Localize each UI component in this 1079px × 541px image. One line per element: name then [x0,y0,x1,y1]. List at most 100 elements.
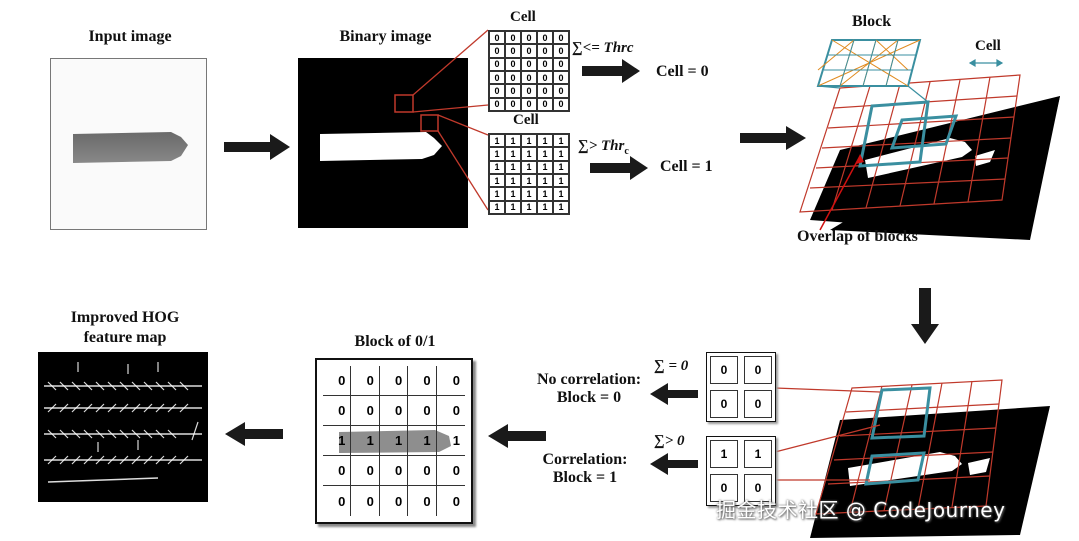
cell-value: 0 [537,44,553,58]
cell-value: 1 [505,160,521,174]
cell-value: 0 [489,31,505,45]
watermark: 掘金技术社区 @ CodeJourney [716,498,1006,522]
block-cell-value: 0 [436,366,465,396]
sum-le-threshold: ∑<= Thrc [572,40,634,56]
cell-value: 0 [521,84,537,98]
block-cell-value: 1 [323,426,352,456]
block-cell-value: 0 [436,396,465,426]
block-cell-value: 1 [351,426,380,456]
arrow-down [911,288,939,344]
block-label: Block [852,13,892,30]
cell-value: 0 [505,44,521,58]
cell-value: 0 [553,57,569,71]
arrow-to-cell1 [590,156,648,180]
input-image-label: Input image [88,28,172,45]
cell-value: 0 [553,44,569,58]
input-object-silhouette [73,132,188,163]
cell-label-right: Cell [975,38,1001,54]
block-cell-value: 0 [408,486,437,516]
block-grid-illustration-bottom [810,379,1050,538]
cell-label-top: Cell [510,9,536,25]
cell-value: 0 [505,70,521,85]
cell-value: 1 [521,187,537,201]
mini-cell-value: 0 [744,356,772,384]
cell-value: 0 [553,31,569,45]
cell-value: 0 [537,57,553,71]
cell-value: 0 [553,70,569,85]
cell-value: 1 [489,187,505,201]
cell-value: 0 [553,97,569,111]
cell-eq-0: Cell = 0 [656,63,709,80]
binary-image [298,58,468,228]
block-cell-value: 0 [379,456,409,486]
cell-value: 1 [505,134,521,148]
block-cell-value: 1 [408,426,437,456]
cell-value: 0 [505,57,521,71]
cell-value: 0 [521,31,537,45]
block-cell-value: 0 [408,396,437,426]
cell-value: 1 [553,187,569,201]
block-cell-value: 0 [379,366,409,396]
arrow-right-1 [224,134,290,160]
mini-cell-value: 0 [710,474,738,502]
cell-value: 1 [553,134,569,148]
cell-value: 1 [521,147,537,161]
cell-value: 0 [537,97,553,111]
cell-value: 0 [537,70,553,85]
block-cell-value: 0 [323,486,352,516]
cell-value: 1 [489,134,505,148]
block-zoom [816,39,929,103]
teal-blocks-bottom [864,386,932,486]
cell-value: 1 [489,147,505,161]
cell-value: 0 [521,44,537,58]
correlation-label: Correlation:Block = 1 [542,451,628,486]
no-correlation-label: No correlation:Block = 0 [536,371,642,406]
arrow-to-block-grid [740,126,806,150]
cell-value: 1 [553,200,569,214]
block-cell-value: 0 [351,486,380,516]
cell-value: 0 [489,97,505,111]
cell-value: 1 [553,147,569,161]
arrow-left-corr [650,453,698,475]
binary-object-silhouette [320,94,442,161]
arrow-left-no-corr [650,383,698,405]
hog-feature-strokes [44,362,202,483]
mini-cell-value: 0 [710,356,738,384]
mini-cell-value: 0 [710,390,738,418]
block-of-01-label: Block of 0/1 [354,333,436,350]
block-cell-value: 0 [452,493,460,509]
block-cell-value: 0 [351,396,380,426]
block-cell-value: 0 [323,456,352,486]
cell-value: 1 [537,200,553,214]
overlap-label: Overlap of blocks [797,228,918,245]
sum-eq-zero: ∑ = 0 [654,358,689,374]
cell-value: 1 [521,160,537,174]
cell-value: 1 [553,160,569,174]
block-cell-value: 1 [436,426,465,456]
cell-value: 0 [521,57,537,71]
cell-value: 0 [489,44,505,58]
cell-value: 1 [521,173,537,188]
cell-value: 0 [553,84,569,98]
cell-value: 1 [505,200,521,214]
block-cell-value: 0 [351,456,380,486]
hog-feature-map [38,352,208,502]
cell-value: 0 [489,57,505,71]
arrow-left-to-block01 [488,424,546,448]
block-cell-value: 0 [408,456,437,486]
cell-value: 1 [537,134,553,148]
cell-value: 1 [505,173,521,188]
cell-value: 0 [489,84,505,98]
cell-value: 1 [489,173,505,188]
cell-value: 1 [505,187,521,201]
mini-cell-value: 1 [710,440,738,468]
cell-value: 1 [537,173,553,188]
block-cell-value: 0 [379,396,409,426]
block-grid-illustration-top [799,39,1060,240]
cell-value: 0 [505,84,521,98]
